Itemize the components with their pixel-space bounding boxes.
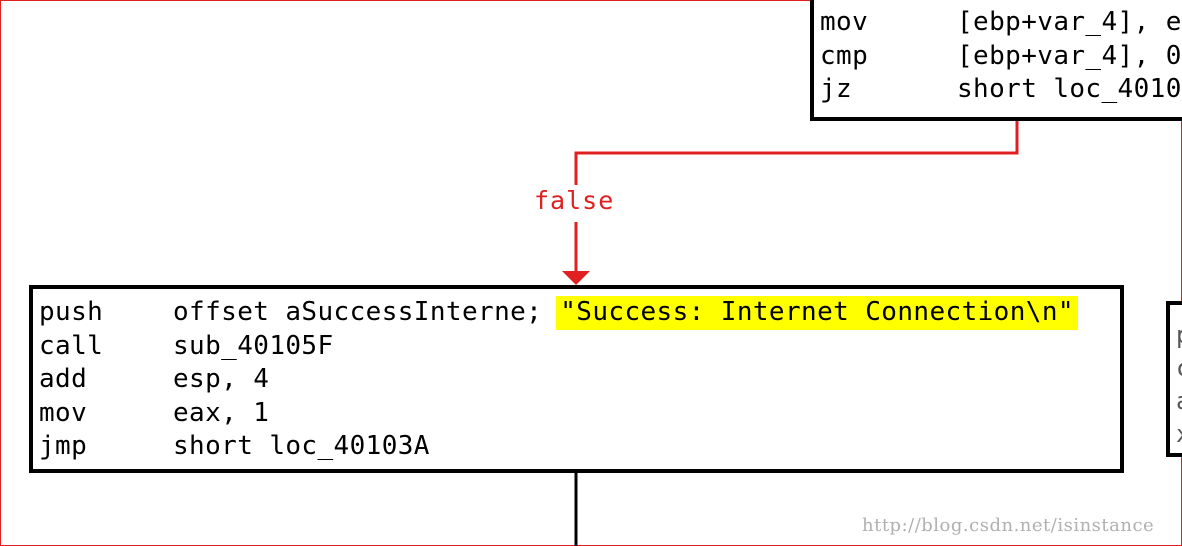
code-block-right-partial[interactable]: p c a x bbox=[1166, 301, 1182, 457]
watermark-url: http://blog.csdn.net/isinstance bbox=[862, 515, 1155, 536]
false-edge-line bbox=[574, 121, 1019, 185]
operands: [ebp+var_4], 0 bbox=[957, 40, 1182, 71]
asm-line-partial: c bbox=[1176, 352, 1182, 385]
code-block-success[interactable]: push offset aSuccessInterne; "Success: I… bbox=[29, 285, 1124, 473]
asm-line: cmp [ebp+var_4], 0 bbox=[820, 40, 1182, 74]
operands: eax, 1 bbox=[173, 397, 270, 428]
operands: offset aSuccessInterne; bbox=[173, 297, 543, 327]
mnemonic: mov bbox=[820, 7, 869, 37]
asm-line: add esp, 4 bbox=[39, 363, 1120, 397]
operands: esp, 4 bbox=[173, 364, 270, 394]
asm-line: push offset aSuccessInterne; "Success: I… bbox=[39, 296, 1120, 330]
asm-line: jmp short loc_40103A bbox=[39, 430, 1120, 464]
operands: sub_40105F bbox=[173, 330, 334, 361]
asm-line: jz short loc_4010 bbox=[820, 73, 1182, 107]
asm-line-partial: x bbox=[1176, 418, 1182, 451]
mnemonic: add bbox=[39, 364, 88, 394]
string-comment-highlighted: "Success: Internet Connection\n" bbox=[556, 296, 1078, 330]
mnemonic: call bbox=[39, 330, 104, 361]
operands: short loc_4010 bbox=[957, 74, 1182, 104]
mnemonic: push bbox=[39, 297, 104, 327]
asm-line: mov [ebp+var_4], e bbox=[820, 6, 1182, 40]
false-edge-arrowhead bbox=[562, 271, 590, 285]
mnemonic: mov bbox=[39, 397, 88, 428]
code-block-top[interactable]: mov [ebp+var_4], e cmp [ebp+var_4], 0 jz… bbox=[810, 0, 1182, 121]
mnemonic: jmp bbox=[39, 431, 88, 461]
mnemonic: jz bbox=[820, 74, 853, 104]
operands: [ebp+var_4], e bbox=[957, 7, 1182, 37]
false-edge-label: false bbox=[534, 186, 615, 215]
mnemonic: cmp bbox=[820, 40, 869, 71]
asm-line-partial: a bbox=[1176, 385, 1182, 418]
operands: short loc_40103A bbox=[173, 431, 430, 461]
asm-line-partial: p bbox=[1176, 319, 1182, 352]
asm-line: mov eax, 1 bbox=[39, 397, 1120, 431]
asm-line: call sub_40105F bbox=[39, 330, 1120, 364]
